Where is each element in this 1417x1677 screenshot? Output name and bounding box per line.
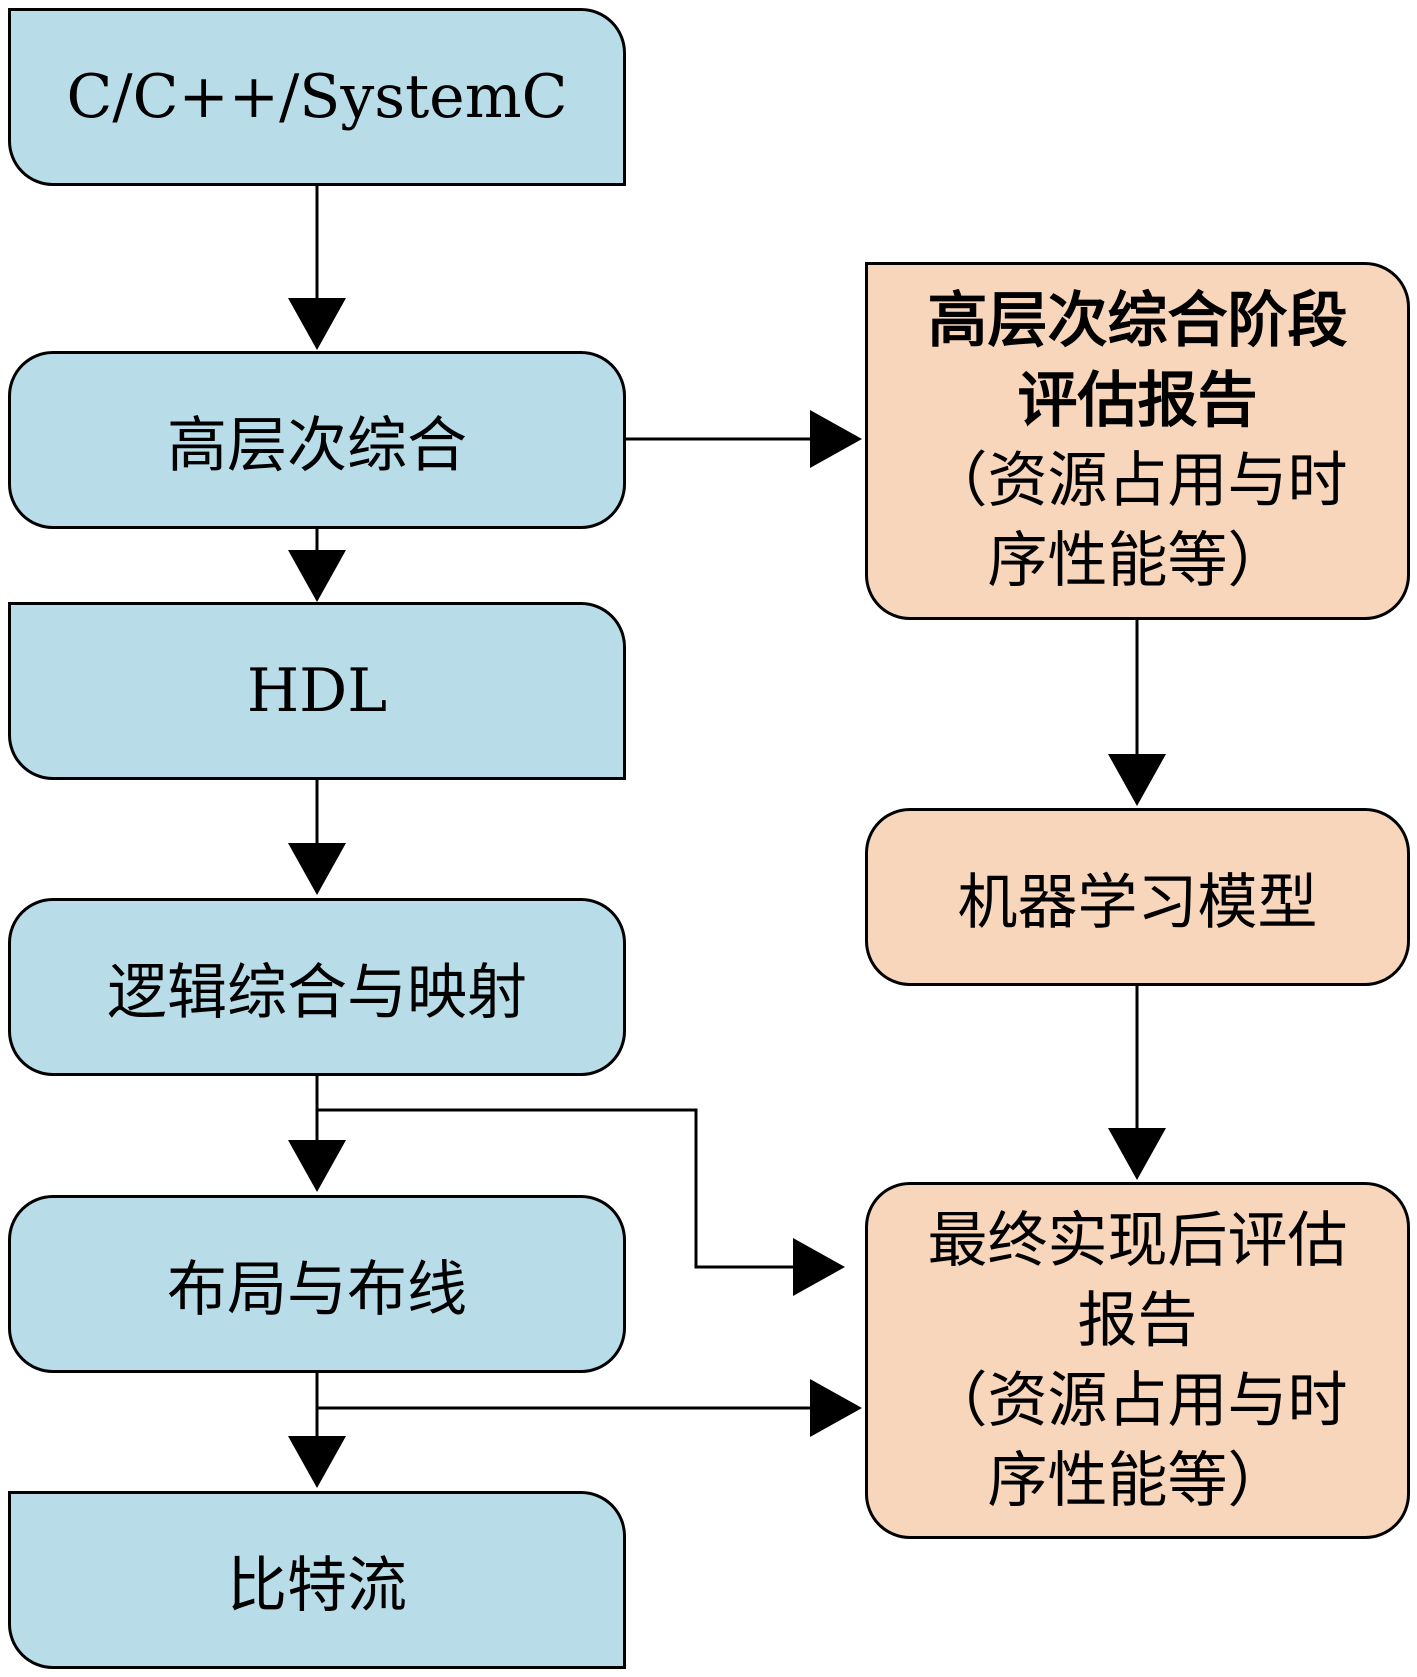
node-source-code: C/C++/SystemC	[8, 8, 626, 186]
node-hdl-label: HDL	[246, 656, 388, 726]
hls-report-title-line1: 高层次综合阶段	[927, 286, 1348, 356]
node-place-and-route-label: 布局与布线	[167, 1254, 467, 1325]
node-place-and-route: 布局与布线	[8, 1195, 626, 1373]
final-report-detail-line2: 序性能等）	[987, 1445, 1288, 1516]
arrowhead-place-to-bitstream	[288, 1436, 346, 1488]
hls-report-detail-line2: 序性能等）	[987, 526, 1288, 596]
hls-report-title-line2: 评估报告	[1017, 366, 1258, 436]
arrow-logic-to-final	[317, 1108, 795, 1269]
arrowhead-logic-to-place	[288, 1140, 346, 1192]
arrowhead-hdl-to-logic	[288, 843, 346, 895]
node-bitstream: 比特流	[8, 1491, 626, 1669]
node-logic-synthesis-mapping-label: 逻辑综合与映射	[107, 957, 527, 1028]
arrowhead-hls-to-report-shape	[810, 410, 862, 468]
arrowhead-source-to-hls	[288, 298, 346, 350]
node-logic-synthesis-mapping: 逻辑综合与映射	[8, 898, 626, 1076]
node-source-code-label: C/C++/SystemC	[66, 62, 568, 132]
node-final-evaluation-report: 最终实现后评估 报告 （资源占用与时 序性能等）	[865, 1182, 1410, 1539]
hls-report-detail-line1: （资源占用与时	[927, 446, 1348, 516]
arrowhead-hls-to-hdl	[288, 550, 346, 602]
arrowhead-logic-to-final	[793, 1238, 845, 1296]
final-report-title-line1: 最终实现后评估	[927, 1205, 1348, 1276]
node-hdl: HDL	[8, 602, 626, 780]
final-report-detail-line1: （资源占用与时	[927, 1365, 1348, 1436]
node-hls-evaluation-report: 高层次综合阶段 评估报告 （资源占用与时 序性能等）	[865, 262, 1410, 620]
node-high-level-synthesis-label: 高层次综合	[167, 410, 467, 481]
arrowhead-ml-to-final	[1108, 1128, 1166, 1180]
node-ml-model: 机器学习模型	[865, 808, 1410, 986]
node-bitstream-label: 比特流	[227, 1550, 407, 1621]
node-ml-model-label: 机器学习模型	[957, 867, 1318, 938]
node-high-level-synthesis: 高层次综合	[8, 351, 626, 529]
final-report-title-line2: 报告	[1077, 1285, 1198, 1356]
arrowhead-report-to-ml	[1108, 754, 1166, 806]
arrowhead-place-to-final	[810, 1379, 862, 1437]
